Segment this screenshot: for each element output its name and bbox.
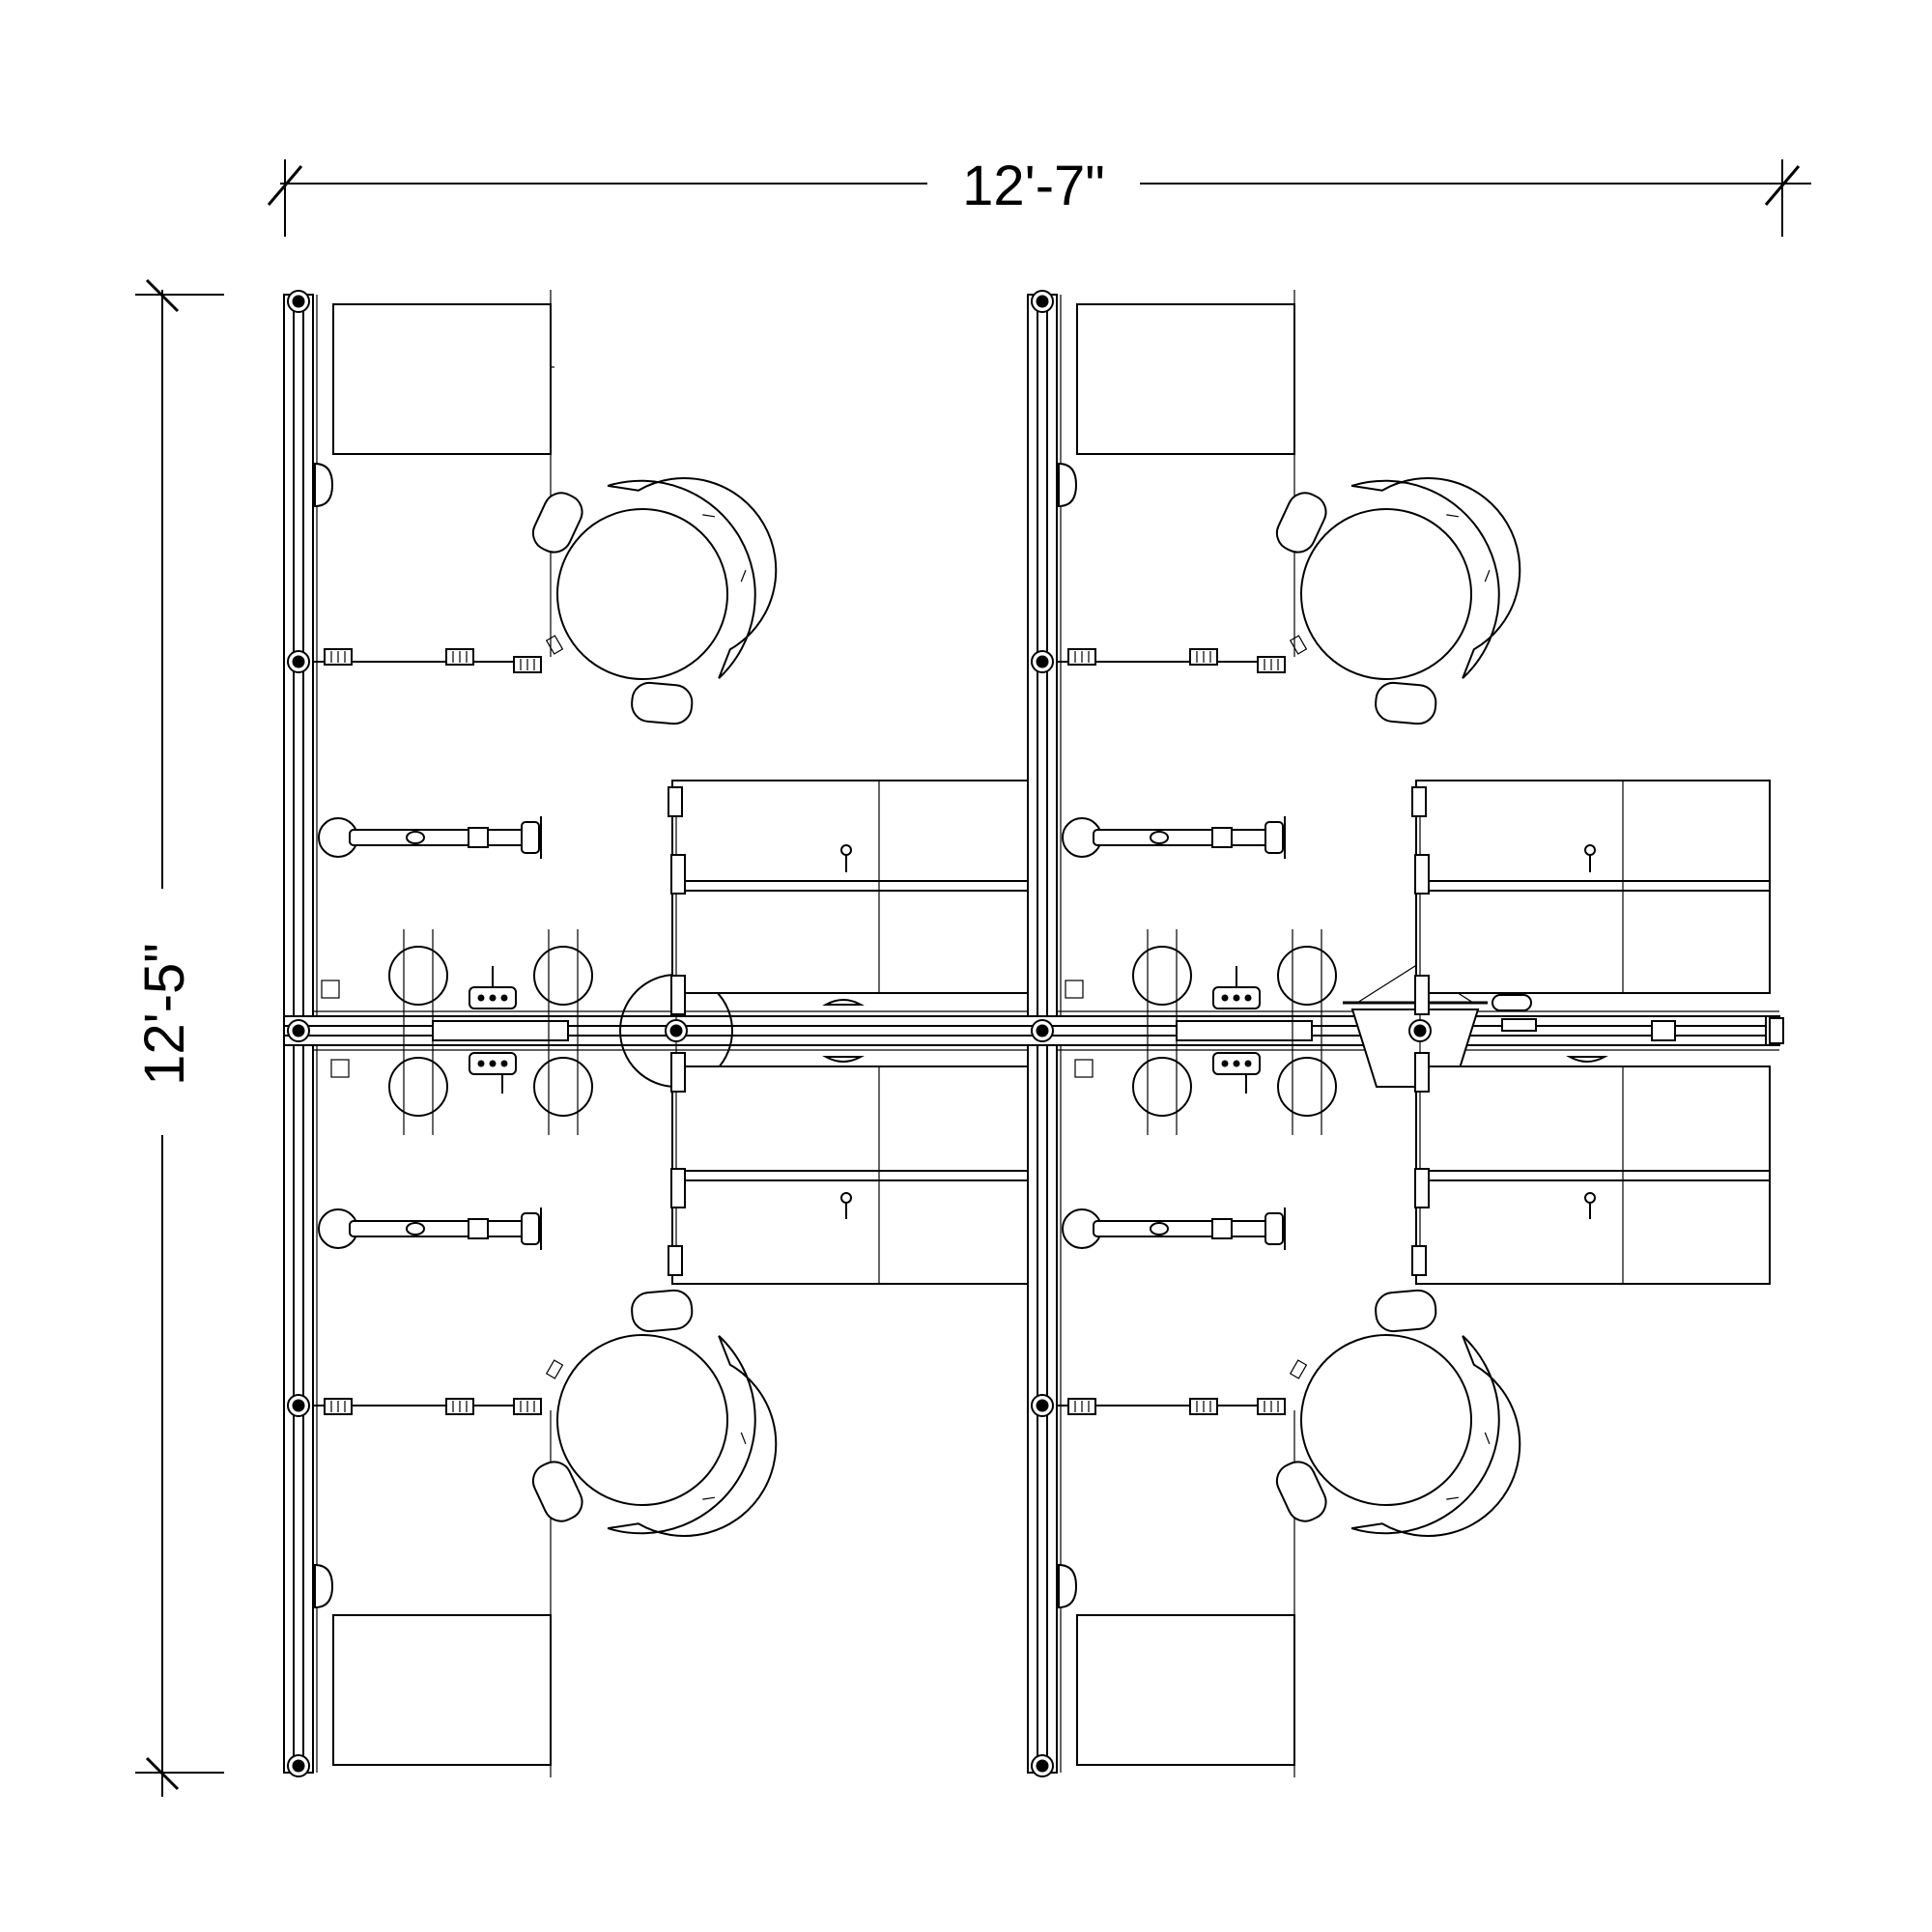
workstation-top-right bbox=[1057, 290, 1577, 860]
dimension-height: 12'-5" bbox=[133, 278, 224, 1797]
office-chair bbox=[480, 1246, 834, 1610]
dimension-height-label: 12'-5" bbox=[133, 943, 196, 1086]
storage-pedestal bbox=[1076, 1614, 1295, 1766]
office-chair bbox=[1224, 404, 1577, 768]
storage-pedestal bbox=[332, 303, 552, 455]
dimension-width: 12'-7" bbox=[267, 155, 1811, 237]
office-chair bbox=[480, 404, 834, 768]
workstation-bottom-right bbox=[1057, 1207, 1577, 1777]
storage-pedestal bbox=[332, 1614, 552, 1766]
desk-block-left-mid bbox=[668, 780, 1029, 1285]
workstation-top-left bbox=[313, 290, 834, 860]
panel-connectors bbox=[287, 290, 1784, 1777]
workstation-bottom-left bbox=[313, 1207, 834, 1777]
dimension-width-label: 12'-7" bbox=[962, 155, 1105, 217]
storage-pedestal bbox=[1076, 303, 1295, 455]
desk-block-right-mid bbox=[1411, 780, 1771, 1285]
office-chair bbox=[1224, 1246, 1577, 1610]
